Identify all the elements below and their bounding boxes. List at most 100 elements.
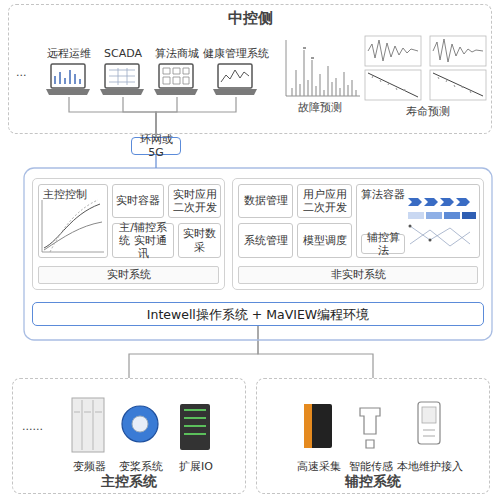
connector-line [156,97,236,137]
node-label: 健康管理系统 [195,47,277,60]
laptop-base [154,89,198,95]
module-box: 实时数采 [178,223,221,258]
group-band-label: 非实时系统 [238,266,478,284]
connector-line [123,97,156,137]
module-box: 主/辅控系统 实时通讯 [112,223,174,258]
ellipsis-mark: ...... [22,420,43,433]
connector-line [69,97,156,137]
life-scatter [372,76,405,91]
node-label: 系统管理 [239,224,292,257]
node-label: 扩展IO [161,460,231,473]
cabinet-doors [74,400,102,450]
connector-line [129,326,258,378]
module-box: 辅控算法 [361,234,405,254]
handheld-screen [422,407,436,423]
node-label: 实时容器 [113,185,163,217]
network-link [155,155,156,168]
subsystem-region: 辅控系统高速采集智能传感本地维护接入 [256,378,490,494]
fault-spikes [292,50,356,96]
device-item: 高速采集 [294,393,344,473]
laptop-screen [51,64,85,88]
node-label: 辅控算法 [362,235,404,253]
acquisition-front [304,404,312,448]
acquisition-unit [304,404,332,448]
screen-trend [221,70,249,82]
ellipsis-mark: ... [16,66,27,79]
screen-tiles [163,68,189,84]
node-label: Intewell操作系统 + MaVIEW编程环境 [33,303,483,325]
device-item: 变桨系统 [116,393,166,473]
life-decline [368,73,418,97]
io-terminals [184,410,206,434]
node-label: 本地维护接入 [389,460,471,473]
client-terminal: 健康管理系统 [203,47,269,97]
life-scatter [438,77,471,93]
node-label: 算法容器 [361,188,405,201]
connector-line [258,326,373,378]
client-terminal: SCADA [97,47,149,97]
laptop-screen [218,64,252,88]
node-label: 实时数采 [179,224,220,257]
node-label: SCADA [89,47,157,60]
vibration-wave [368,40,418,61]
platform-frame [24,168,492,340]
device-item: 智能传感 [346,393,396,473]
node-label: 算法商城 [143,47,211,60]
node-label: 高速采集 [284,460,354,473]
node-label: 智能传感 [336,460,406,473]
laptop-base [46,89,90,95]
life-panel [365,70,421,100]
node-label: 主控系统 [13,473,245,490]
chart-caption: 故障预测 [298,100,342,115]
node-label: 中控侧 [9,9,491,27]
module-box: 主控控制 [38,184,108,258]
life-decline [433,73,483,96]
inverter-cabinet [72,398,104,452]
group-band-label: 实时系统 [38,266,219,284]
node-label: 用户应用 二次开发 [298,185,351,217]
pitch-motor [122,406,158,442]
node-label: 辅控系统 [257,473,489,490]
subsystem-region: 主控系统变频器变桨系统扩展IO [12,378,246,494]
handheld-device [418,402,440,444]
module-box: 系统管理 [238,223,293,258]
device-item: 本地维护接入 [399,393,461,473]
node-label: 模型调度 [298,224,351,257]
handheld-keys [423,430,435,436]
vibration-wave [433,39,483,62]
sensor-plug [366,440,374,448]
node-label: 数据管理 [239,185,292,217]
laptop-screen [105,64,139,88]
smart-sensor [360,408,380,434]
node-label: 主/辅控系统 实时通讯 [113,224,173,257]
client-terminal: 远程运维 [43,47,95,97]
nonrealtime-group: 非实时系统数据管理用户应用 二次开发算法容器辅控算法系统管理模型调度 [232,178,484,290]
node-label: 变桨系统 [106,460,176,473]
io-module [180,404,210,450]
node-label: 变频器 [54,460,124,473]
os-bar: Intewell操作系统 + MaVIEW编程环境 [32,302,484,326]
connector-line [156,97,177,137]
life-panel [365,36,421,66]
chart-caption: 寿命预测 [406,104,450,119]
motor-hub [132,416,148,432]
module-box: 模型调度 [297,223,352,258]
device-item: 变频器 [64,393,114,473]
module-box: 用户应用 二次开发 [297,184,352,218]
module-box: 算法容器辅控算法 [356,184,480,258]
device-item: 扩展IO [171,393,221,473]
laptop-base [213,89,257,95]
node-label: 环网或5G [132,138,180,154]
laptop-base [100,89,144,95]
module-box: 实时容器 [112,184,164,218]
laptop-screen [159,64,193,88]
realtime-group: 实时系统 主控控制实时容器实时应用 二次开发主/辅控系统 实时通讯实时数采 [32,178,225,290]
screen-grid [109,68,135,85]
life-panel [430,36,486,66]
module-box: 数据管理 [238,184,293,218]
network-box: 环网或5G [131,137,181,155]
life-panel [430,70,486,100]
node-label: 实时应用 二次开发 [169,185,220,217]
chart-axes [286,40,360,96]
